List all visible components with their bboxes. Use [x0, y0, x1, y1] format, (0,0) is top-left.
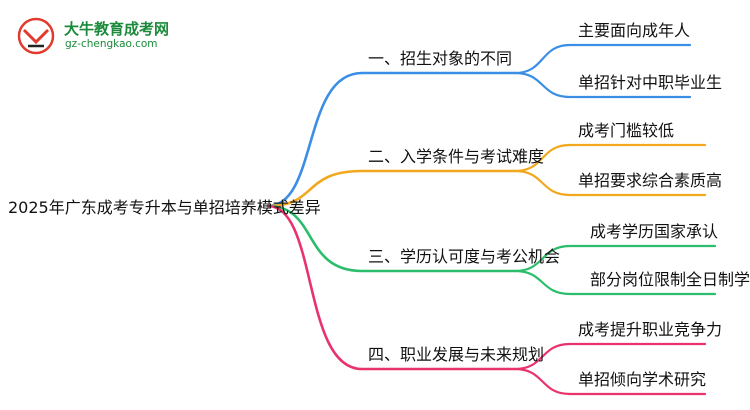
leaf-1-2: 单招针对中职毕业生 — [578, 73, 723, 92]
logo-mark-icon — [17, 17, 55, 55]
edge-root-branch-4 — [266, 204, 517, 371]
leaf-2-2: 单招要求综合素质高 — [578, 171, 723, 190]
edge-root-branch-1 — [266, 71, 517, 208]
logo-name: 大牛教育成考网 — [64, 20, 170, 38]
edge-root-branch-3 — [266, 204, 517, 273]
leaf-4-1: 成考提升职业竞争力 — [578, 320, 723, 339]
edge-branch-2-leaf-1 — [513, 143, 707, 173]
leaf-3-2: 部分岗位限制全日制学历 — [590, 270, 750, 289]
edge-branch-2-leaf-2 — [513, 169, 707, 197]
edge-branch-1-leaf-1 — [513, 43, 692, 75]
branch-4-label: 四、职业发展与未来规划 — [368, 345, 545, 364]
branch-3-label: 三、学历认可度与考公机会 — [368, 247, 561, 266]
edge-branch-4-leaf-1 — [513, 342, 707, 371]
brand-logo: 大牛教育成考网 gz-chengkao.com — [14, 16, 184, 56]
leaf-1-1: 主要面向成年人 — [578, 21, 691, 40]
leaf-3-1: 成考学历国家承认 — [590, 222, 719, 241]
branch-1-label: 一、招生对象的不同 — [368, 49, 513, 68]
leaf-4-2: 单招倾向学术研究 — [578, 370, 707, 389]
edge-branch-1-leaf-2 — [513, 71, 692, 99]
edge-branch-3-leaf-2 — [513, 269, 717, 296]
edge-branch-3-leaf-1 — [513, 244, 717, 273]
leaf-2-1: 成考门槛较低 — [578, 121, 675, 140]
logo-url: gz-chengkao.com — [65, 38, 158, 50]
root-topic: 2025年广东成考专升本与单招培养模式差异 — [8, 198, 321, 217]
branch-2-label: 二、入学条件与考试难度 — [368, 147, 545, 166]
edge-root-branch-2 — [266, 169, 517, 208]
edge-branch-4-leaf-2 — [513, 367, 707, 396]
